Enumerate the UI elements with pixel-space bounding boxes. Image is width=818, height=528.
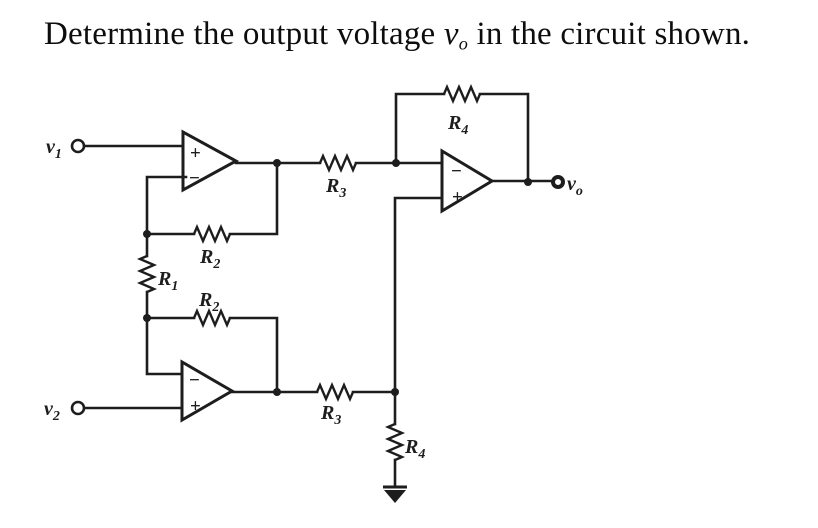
resistor-r4-feedback-symbol: [442, 83, 482, 105]
junction-dot: [391, 388, 399, 396]
label-v2: v2: [44, 398, 60, 424]
label-r2-bottom: R2: [198, 289, 219, 315]
opamp1-minus-sign: −: [189, 168, 200, 189]
wire-amp1-inverting-input: [145, 175, 188, 236]
label-r1: R1: [157, 268, 178, 294]
opamp2-plus-sign: +: [190, 396, 201, 417]
opamp1-plus-sign: +: [190, 143, 201, 164]
wire-node-to-amp3-noninverting: [393, 196, 444, 394]
opamp2-minus-sign: −: [189, 370, 200, 391]
opamp1-triangle: [181, 129, 240, 193]
resistor-r2-top-symbol: [192, 223, 232, 245]
junction-dot: [273, 159, 281, 167]
wire-r4-feedback-loop: [394, 92, 446, 165]
resistor-r3-top-symbol: [318, 152, 358, 174]
junction-dot: [273, 388, 281, 396]
opamp3-triangle: [440, 148, 495, 214]
title-variable-subscript: o: [458, 33, 468, 54]
label-r3-top: R3: [325, 175, 346, 201]
resistor-r2-bottom-symbol: [192, 307, 232, 329]
wire-r2bottom-to-feedback2: [228, 316, 279, 394]
wire-feedback1-down: [228, 161, 279, 236]
problem-title: Determine the output voltage vo in the c…: [44, 16, 804, 54]
label-vo: vo: [567, 173, 583, 199]
resistor-r1-symbol: [136, 254, 158, 294]
wire-r4-feedback-to-output: [478, 92, 530, 184]
opamp3-plus-sign: +: [452, 187, 463, 208]
resistor-r4-ground-symbol: [384, 422, 406, 462]
junction-dot: [143, 314, 151, 322]
wire-node-to-amp2-inverting: [145, 316, 184, 376]
label-v1: v1: [46, 136, 62, 162]
terminal-v2: [70, 400, 86, 416]
opamp3-minus-sign: −: [451, 161, 462, 182]
junction-dot: [392, 159, 400, 167]
label-r4-ground: R4: [404, 436, 425, 462]
ground-symbol: [384, 490, 406, 503]
resistor-r3-bottom-symbol: [315, 381, 355, 403]
label-r2-top: R2: [199, 246, 220, 272]
label-r4-feedback: R4: [447, 112, 468, 138]
title-prefix: Determine the output voltage: [44, 16, 444, 52]
junction-dot: [143, 230, 151, 238]
junction-dot: [524, 178, 532, 186]
title-suffix: in the circuit shown.: [468, 16, 751, 52]
label-r3-bottom: R3: [320, 402, 341, 428]
opamp2-triangle: [180, 359, 235, 423]
title-variable: v: [443, 16, 459, 52]
terminal-v1: [70, 138, 86, 154]
terminal-vo: [551, 175, 565, 189]
